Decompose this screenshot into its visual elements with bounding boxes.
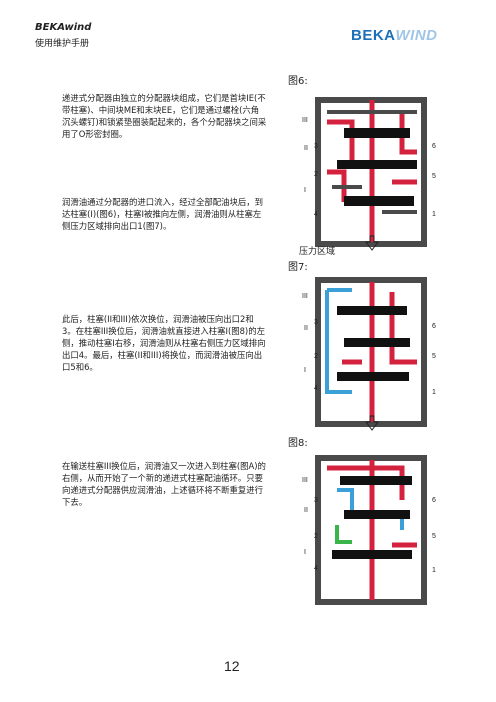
pressure-area-caption: 压力区域 bbox=[299, 247, 336, 257]
label-3: 3 bbox=[314, 497, 318, 504]
beka-wind-logo: BEKAWIND bbox=[351, 27, 438, 44]
figure-6-diagram: III II 3 2 I 4 6 5 1 bbox=[302, 97, 436, 251]
paragraph-3: 此后，柱塞(II和III)依次换位，润滑油被压向出口2和3。在柱塞III换位后，… bbox=[62, 314, 266, 372]
inlet-arrow-icon bbox=[365, 235, 379, 251]
label-3: 3 bbox=[314, 319, 318, 326]
paragraph-4: 在输送柱塞III换位后，润滑油又一次进入到柱塞(图A)的右侧，从而开始了一个新的… bbox=[62, 461, 266, 507]
label-2: 2 bbox=[314, 533, 318, 540]
label-4: 4 bbox=[314, 211, 318, 218]
figure-8-diagram: III II 3 2 I 4 6 5 1 bbox=[302, 455, 436, 605]
label-4: 4 bbox=[314, 565, 318, 572]
label-III: III bbox=[302, 117, 308, 124]
label-II: II bbox=[304, 507, 308, 514]
page-number: 12 bbox=[224, 658, 240, 674]
label-3: 3 bbox=[314, 143, 318, 150]
label-5: 5 bbox=[432, 533, 436, 540]
label-III: III bbox=[302, 293, 308, 300]
inlet-arrow-icon bbox=[365, 415, 379, 431]
brand-name: BEKAwind bbox=[35, 22, 92, 33]
label-6: 6 bbox=[432, 323, 436, 330]
figure-8-label: 图8: bbox=[288, 438, 308, 449]
label-I: I bbox=[304, 549, 306, 556]
label-4: 4 bbox=[314, 385, 318, 392]
manual-title: 使用维护手册 bbox=[35, 39, 90, 49]
label-I: I bbox=[304, 187, 306, 194]
label-6: 6 bbox=[432, 143, 436, 150]
label-1: 1 bbox=[432, 389, 436, 396]
label-5: 5 bbox=[432, 353, 436, 360]
label-2: 2 bbox=[314, 353, 318, 360]
page-header: BEKAwind 使用维护手册 BEKAWIND bbox=[0, 0, 496, 50]
paragraph-2: 润滑油通过分配器的进口流入，经过全部配油块后，到达柱塞(I)(图6)，柱塞I被推… bbox=[62, 197, 263, 231]
label-1: 1 bbox=[432, 567, 436, 574]
figure-7-diagram: III II 3 2 I 4 6 5 1 bbox=[302, 277, 436, 431]
figure-6-label: 图6: bbox=[288, 76, 308, 87]
logo-wind: WIND bbox=[395, 27, 438, 44]
label-6: 6 bbox=[432, 497, 436, 504]
logo-beka: BEKA bbox=[351, 27, 396, 44]
label-II: II bbox=[304, 145, 308, 152]
label-5: 5 bbox=[432, 173, 436, 180]
figure-7-label: 图7: bbox=[288, 262, 308, 273]
paragraph-1: 递进式分配器由独立的分配器块组成，它们是首块IE(不带柱塞)、中间块ME和末块E… bbox=[62, 93, 267, 139]
label-II: II bbox=[304, 325, 308, 332]
label-2: 2 bbox=[314, 171, 318, 178]
label-III: III bbox=[302, 477, 308, 484]
label-I: I bbox=[304, 367, 306, 374]
label-1: 1 bbox=[432, 211, 436, 218]
